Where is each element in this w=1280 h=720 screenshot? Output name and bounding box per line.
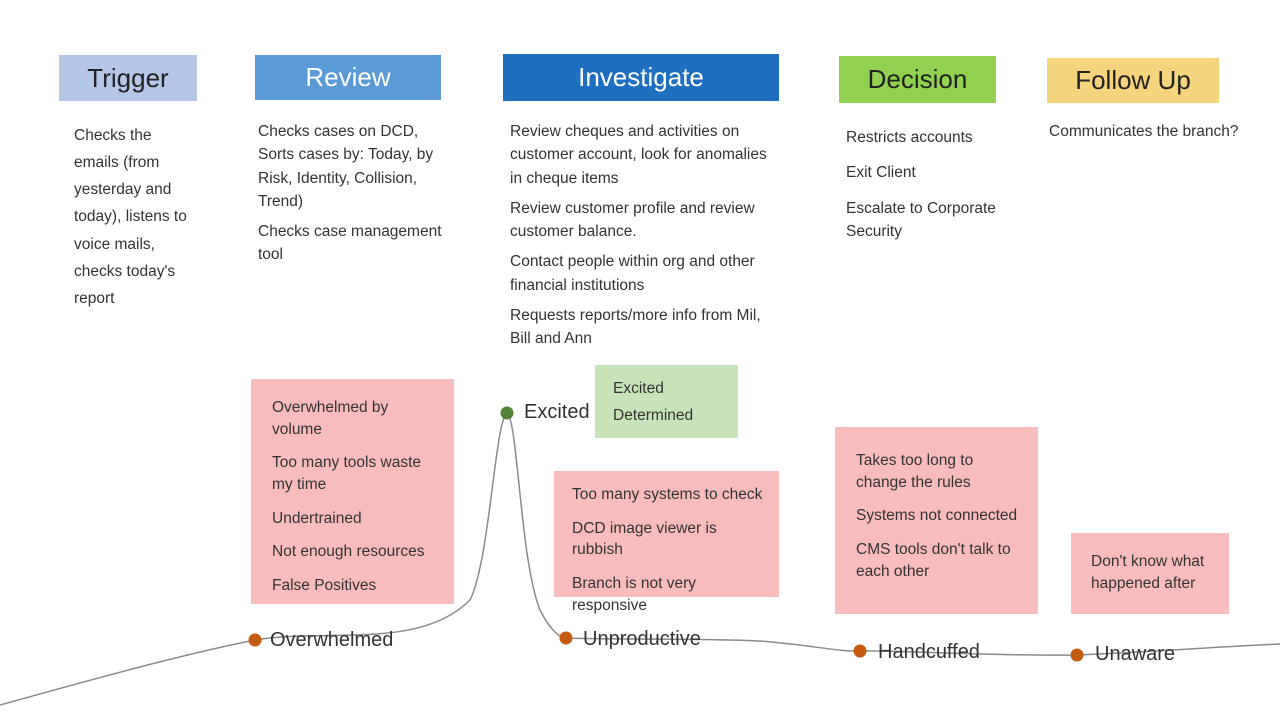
pain-item: Don't know what happened after xyxy=(1091,553,1205,592)
emotion-label-excited: Excited xyxy=(524,401,590,423)
stage-title: Trigger xyxy=(87,62,169,93)
overwhelmed-dot xyxy=(248,633,262,647)
activity-item: Checks cases on DCD, Sorts cases by: Tod… xyxy=(258,123,434,210)
stage-title: Investigate xyxy=(578,62,704,92)
follow-up-pain-note: Don't know what happened after xyxy=(1071,533,1229,614)
joy-item: Excited xyxy=(613,380,664,397)
activity-item: Escalate to Corporate Security xyxy=(846,199,996,240)
stage-header-follow-up: Follow Up xyxy=(1047,58,1219,103)
stage-title: Review xyxy=(305,62,391,92)
pain-item: Too many tools waste my time xyxy=(272,454,422,494)
decision-activities: Restricts accounts Exit Client Escalate … xyxy=(846,126,1006,250)
pain-item: Branch is not very responsive xyxy=(572,575,697,614)
activity-item: Checks case management tool xyxy=(258,223,442,264)
emotion-curve-line xyxy=(0,412,1280,706)
pain-item: Systems not connected xyxy=(856,507,1018,525)
emotion-label-unproductive: Unproductive xyxy=(583,628,701,650)
activity-item: Review customer profile and review custo… xyxy=(510,199,755,240)
stage-header-investigate: Investigate xyxy=(503,54,779,101)
pain-item: CMS tools don't talk to each other xyxy=(856,541,1011,580)
activity-item: Checks the emails (from yesterday and to… xyxy=(74,127,187,307)
decision-pain-note: Takes too long to change the rules Syste… xyxy=(835,427,1038,614)
activity-item: Requests reports/more info from Mil, Bil… xyxy=(510,306,761,347)
pain-item: DCD image viewer is rubbish xyxy=(572,519,717,559)
activity-item: Exit Client xyxy=(846,164,916,182)
activity-item: Restricts accounts xyxy=(846,129,973,146)
activity-item: Contact people within org and other fina… xyxy=(510,253,755,294)
emotion-label-unaware: Unaware xyxy=(1095,643,1176,665)
review-activities: Checks cases on DCD, Sorts cases by: Tod… xyxy=(258,120,448,274)
investigate-pain-note: Too many systems to check DCD image view… xyxy=(554,471,779,614)
trigger-activities: Checks the emails (from yesterday and to… xyxy=(74,122,196,319)
pain-item: Too many systems to check xyxy=(572,486,763,503)
activity-item: Review cheques and activities on custome… xyxy=(510,123,767,187)
follow-up-activities: Communicates the branch? xyxy=(1049,120,1274,150)
joy-item: Determined xyxy=(613,407,694,425)
pain-item: Not enough resources xyxy=(272,543,425,561)
excited-dot xyxy=(500,406,514,420)
investigate-joy-note: Excited Determined xyxy=(595,365,738,438)
investigate-activities: Review cheques and activities on custome… xyxy=(510,120,772,357)
stage-header-review: Review xyxy=(255,55,441,100)
stage-title: Follow Up xyxy=(1075,65,1191,95)
pain-item: False Positives xyxy=(272,577,377,595)
stage-header-trigger: Trigger xyxy=(59,55,197,101)
stage-header-decision: Decision xyxy=(839,56,996,103)
activity-item: Communicates the branch? xyxy=(1049,123,1239,140)
unaware-dot xyxy=(1070,648,1084,662)
pain-item: Takes too long to change the rules xyxy=(856,452,974,491)
unproductive-dot xyxy=(559,631,573,645)
handcuffed-dot xyxy=(853,644,867,658)
pain-item: Overwhelmed by volume xyxy=(272,399,389,438)
stage-title: Decision xyxy=(867,64,968,94)
pain-item: Undertrained xyxy=(272,509,362,527)
review-pain-note: Overwhelmed by volume Too many tools was… xyxy=(251,379,454,604)
emotion-label-handcuffed: Handcuffed xyxy=(878,641,980,663)
emotion-label-overwhelmed: Overwhelmed xyxy=(270,629,394,651)
